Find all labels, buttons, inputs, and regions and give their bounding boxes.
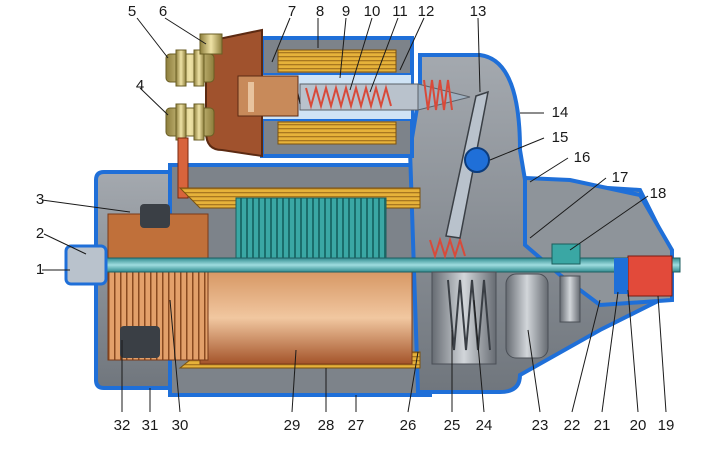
callout-28: 28 (318, 417, 335, 434)
leader-lines (41, 17, 667, 413)
callout-9: 9 (342, 3, 350, 20)
callout-20: 20 (630, 417, 647, 434)
callout-18: 18 (650, 185, 667, 202)
callout-22: 22 (564, 417, 581, 434)
callout-19: 19 (658, 417, 675, 434)
callout-4: 4 (136, 77, 144, 94)
callout-31: 31 (142, 417, 159, 434)
callout-1: 5 (128, 3, 136, 20)
callout-14: 14 (552, 104, 569, 121)
callout-6: 6 (159, 3, 167, 20)
callout-3: 3 (36, 191, 44, 208)
callout-10: 10 (364, 3, 381, 20)
callout-32: 32 (114, 417, 131, 434)
callout-2: 2 (36, 225, 44, 242)
callout-15: 15 (552, 129, 569, 146)
callout-8: 8 (316, 3, 324, 20)
drive-lever (445, 90, 490, 239)
bushing (614, 255, 673, 297)
callout-26: 26 (400, 417, 417, 434)
callout-17: 17 (612, 169, 629, 186)
armature (107, 197, 413, 365)
callout-29: 29 (284, 417, 301, 434)
callout-30: 30 (172, 417, 189, 434)
callout-16: 16 (574, 149, 591, 166)
callout-11: 11 (392, 3, 408, 20)
callout-21: 21 (594, 417, 611, 434)
callout-labels: 5 6 4 7 8 9 10 11 12 13 14 15 16 17 18 3… (36, 3, 675, 434)
overrunning-clutch (429, 236, 581, 365)
callout-24: 24 (476, 417, 493, 434)
callout-27: 27 (348, 417, 365, 434)
terminal-bolts (165, 33, 223, 199)
solenoid (205, 28, 471, 158)
callout-1-shaft: 1 (36, 261, 44, 278)
callout-7: 7 (288, 3, 296, 20)
callout-12: 12 (418, 3, 435, 20)
callout-23: 23 (532, 417, 549, 434)
callout-25: 25 (444, 417, 461, 434)
callout-13: 13 (470, 3, 487, 20)
shaft (64, 244, 681, 286)
